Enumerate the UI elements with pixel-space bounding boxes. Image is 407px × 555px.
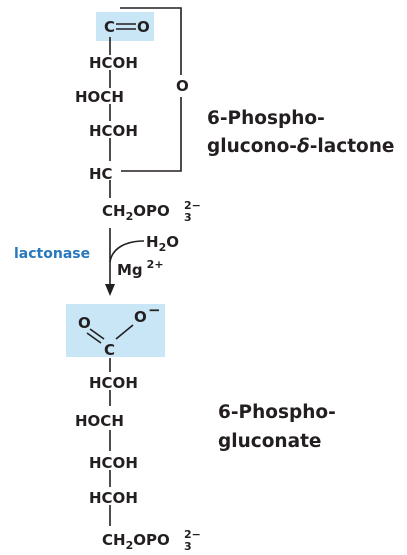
lactone-row-c5: HC xyxy=(89,165,113,183)
gluconate-row-c4: HCOH xyxy=(89,454,138,472)
gluconate-row-c2: HCOH xyxy=(89,374,138,392)
carboxylate-charge: − xyxy=(148,301,161,319)
ring-oxygen: O xyxy=(176,77,189,95)
water-label: H2O xyxy=(146,233,179,254)
lactone-c1-carbon: C xyxy=(104,18,115,36)
water-curved-arrow xyxy=(109,240,145,263)
lactone-name-line1: 6-Phospho- xyxy=(207,108,325,129)
carboxylate-oxygen-right: O xyxy=(134,308,147,326)
reaction-arrow-head xyxy=(105,284,115,296)
lactone-name-line2: glucono-δ-lactone xyxy=(207,136,394,157)
carboxylate-highlight xyxy=(66,304,165,357)
ring-bond-upper xyxy=(120,7,182,75)
gluconate-name-line1: 6-Phospho- xyxy=(218,402,336,423)
carbonyl-highlight xyxy=(96,12,154,41)
lactone-carbonyl-oxygen: O xyxy=(137,18,150,36)
gluconate-row-c5: HCOH xyxy=(89,489,138,507)
carboxylate-oxygen-left: O xyxy=(78,314,91,332)
enzyme-label: lactonase xyxy=(14,246,90,262)
carboxylate-double-bond-a xyxy=(89,328,105,340)
carboxylate-single-bond xyxy=(115,324,134,340)
gluconate-row-c3: HOCH xyxy=(75,412,124,430)
gluconate-name-line2: gluconate xyxy=(218,431,321,452)
lactone-row-c4: HCOH xyxy=(89,122,138,140)
carboxylate-double-bond-b xyxy=(86,332,102,344)
lactone-row-c3: HOCH xyxy=(75,88,124,106)
ring-bond-lower xyxy=(121,97,182,172)
carboxylate-carbon: C xyxy=(104,341,115,359)
lactone-row-c2: HCOH xyxy=(89,54,138,72)
